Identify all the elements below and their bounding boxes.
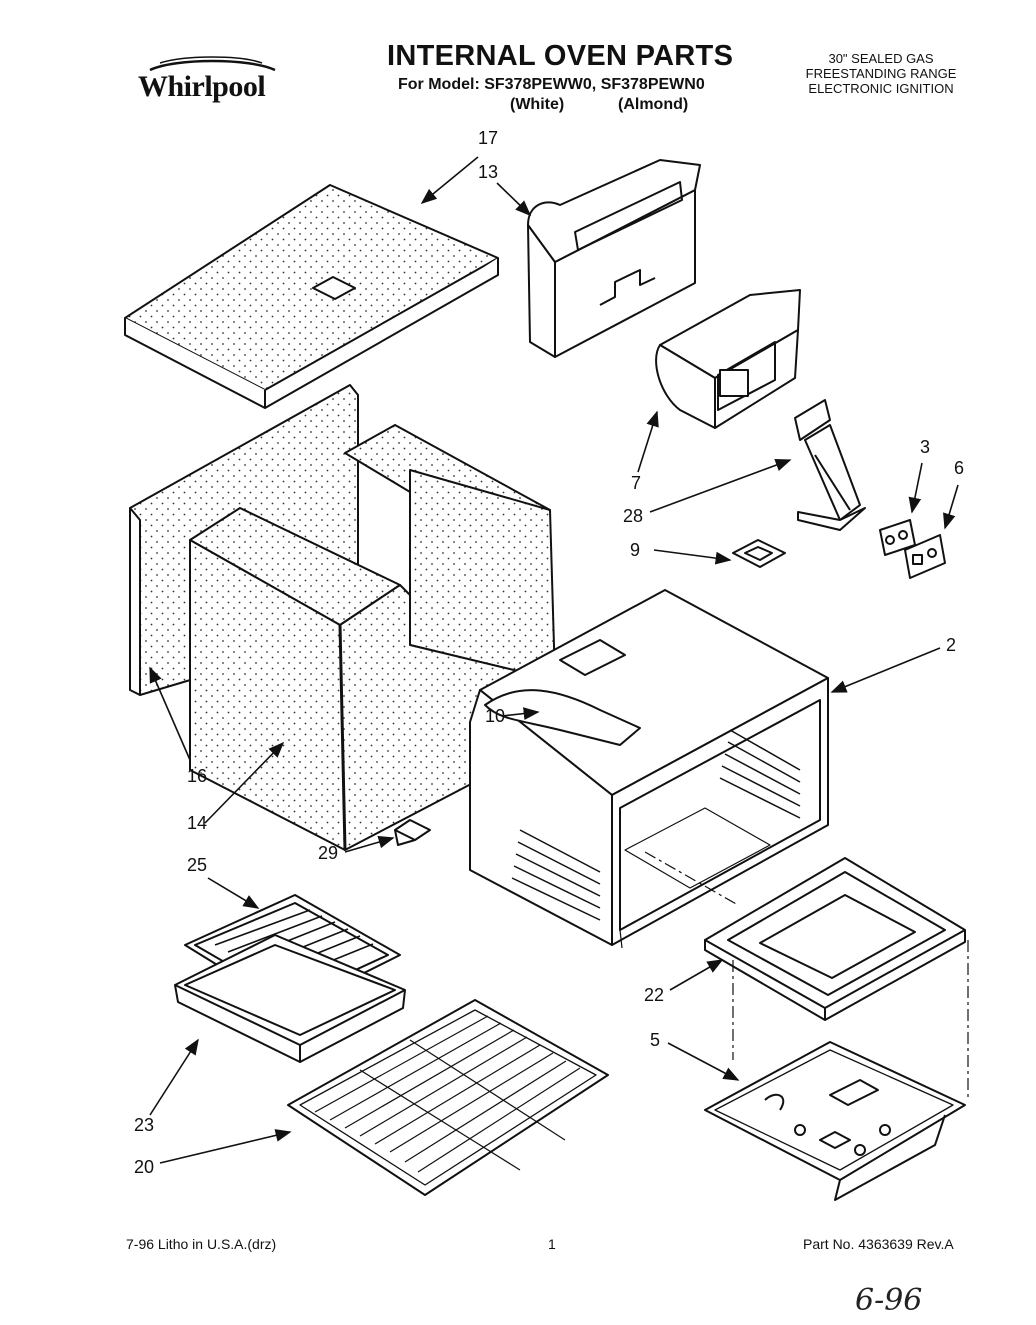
color-almond-label: (Almond) [618,96,689,113]
callout-29: 29 [318,843,339,863]
page-title: INTERNAL OVEN PARTS [387,40,734,72]
product-desc-line3: ELECTRONIC IGNITION [808,81,954,96]
callout-9: 9 [630,540,641,560]
part-13-vent-duct [527,159,701,358]
callout-2: 2 [946,635,957,655]
callout-23: 23 [134,1115,155,1135]
part-28-burner-bracket [794,399,866,531]
callout-13: 13 [478,162,499,182]
part-17-top-insulation [124,184,499,409]
callout-5: 5 [650,1030,661,1050]
callout-16: 16 [187,766,208,786]
litho-note: 7-96 Litho in U.S.A.(drz) [126,1236,277,1252]
part-2-oven-cavity [469,589,829,949]
part-20-oven-rack [287,999,609,1196]
page-number: 1 [548,1236,556,1252]
whirlpool-logo-swirl [149,56,276,72]
alignment-lines [644,851,969,1100]
part-9-gasket [732,539,786,568]
callout-22: 22 [644,985,665,1005]
handwritten-date: 6-96 [855,1283,923,1318]
part-23-broiler-pan [174,934,406,1063]
callout-28: 28 [623,506,644,526]
callout-17: 17 [478,128,499,148]
callout-25: 25 [187,855,208,875]
callout-14: 14 [187,813,208,833]
product-desc-line2: FREESTANDING RANGE [805,66,957,81]
brand-logo: Whirlpool [138,70,266,103]
callout-10: 10 [485,706,506,726]
part-6-gasket [904,534,946,579]
part-5-burner-base [704,1041,966,1201]
leader-arrows [149,156,959,1164]
part-7-vent-cover [655,289,801,429]
model-numbers: For Model: SF378PEWW0, SF378PEWN0 [398,76,705,93]
part-22-bottom-panel [704,857,966,1021]
callout-7: 7 [631,473,642,493]
part-29-clip [394,819,431,846]
product-desc-line1: 30" SEALED GAS [828,51,934,66]
callout-3: 3 [920,437,931,457]
color-white-label: (White) [510,96,565,113]
callout-20: 20 [134,1157,155,1177]
part-number: Part No. 4363639 Rev.A [803,1236,954,1252]
callout-6: 6 [954,458,965,478]
part-14-wrap-insulation [189,424,556,851]
